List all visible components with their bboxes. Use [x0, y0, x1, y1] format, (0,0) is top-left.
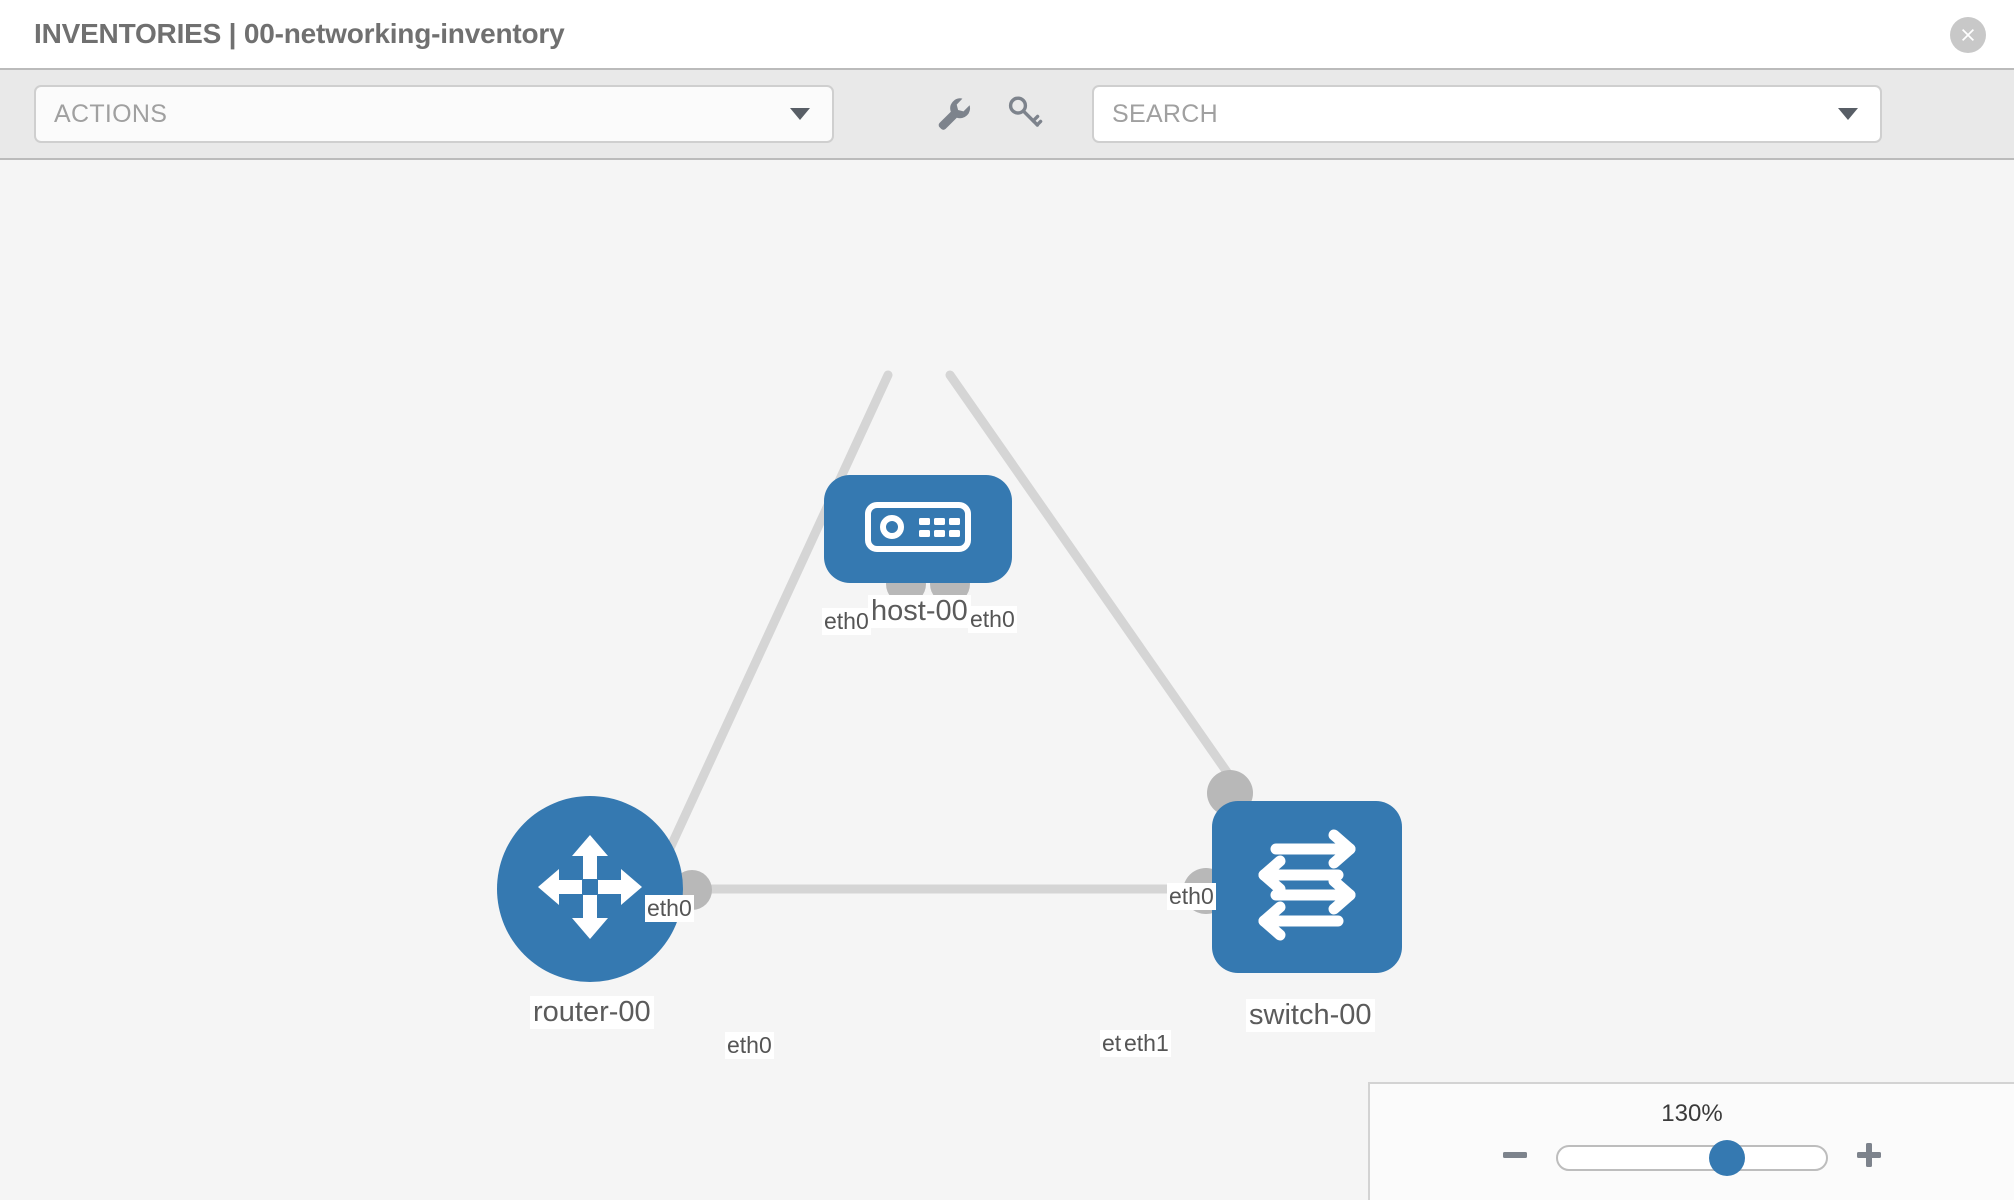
edge-label-host-left: eth0 — [822, 608, 871, 635]
wrench-icon[interactable] — [932, 92, 972, 137]
zoom-level-value: 130% — [1661, 1100, 1723, 1127]
edge-label-switch-left-b: eth1 — [1122, 1030, 1171, 1057]
edge-host-switch — [945, 370, 1241, 790]
topology-edges — [655, 370, 1241, 894]
toolbar: ACTIONS SEARCH — [0, 68, 2014, 160]
switch-arrows-icon — [1246, 829, 1368, 946]
node-router-00-shape[interactable] — [497, 796, 683, 982]
zoom-slider[interactable] — [1556, 1139, 1828, 1176]
edge-label-host-right: eth0 — [968, 606, 1017, 633]
router-arrows-icon — [534, 831, 646, 948]
actions-dropdown[interactable]: ACTIONS — [34, 85, 834, 143]
page-title: INVENTORIES | 00-networking-inventory — [34, 18, 565, 49]
zoom-slider-thumb[interactable] — [1708, 1139, 1745, 1176]
node-switch-00-shape[interactable] — [1212, 801, 1402, 973]
close-button[interactable] — [1950, 17, 1986, 53]
edge-label-router-up: eth0 — [645, 895, 694, 922]
node-host-00-label[interactable]: host-00 — [868, 595, 971, 628]
search-input[interactable]: SEARCH — [1112, 99, 1218, 128]
search-dropdown[interactable]: SEARCH — [1092, 85, 1882, 143]
key-icon[interactable] — [1004, 92, 1044, 137]
minus-icon[interactable] — [1500, 1140, 1530, 1175]
edge-label-switch-up: eth0 — [1167, 883, 1216, 910]
close-icon — [1958, 25, 1978, 45]
node-host-00-shape[interactable] — [824, 475, 1012, 583]
chevron-down-icon — [1838, 108, 1858, 120]
topology-canvas[interactable]: host-00 — [0, 160, 2014, 1200]
plus-icon[interactable] — [1854, 1140, 1884, 1175]
node-router-00-label[interactable]: router-00 — [530, 996, 654, 1029]
node-switch-00-label[interactable]: switch-00 — [1246, 999, 1375, 1032]
page-header: INVENTORIES | 00-networking-inventory — [0, 0, 2014, 68]
zoom-control-row — [1370, 1139, 2014, 1176]
edge-label-router-right: eth0 — [725, 1032, 774, 1059]
actions-dropdown-value: ACTIONS — [54, 99, 168, 128]
chevron-down-icon — [790, 108, 810, 120]
topology-graph: host-00 — [0, 160, 2014, 1200]
edge-host-router — [655, 370, 893, 875]
toolbar-icon-group — [932, 92, 1044, 137]
zoom-control-panel: 130% — [1368, 1082, 2014, 1200]
server-device-icon — [865, 501, 971, 557]
